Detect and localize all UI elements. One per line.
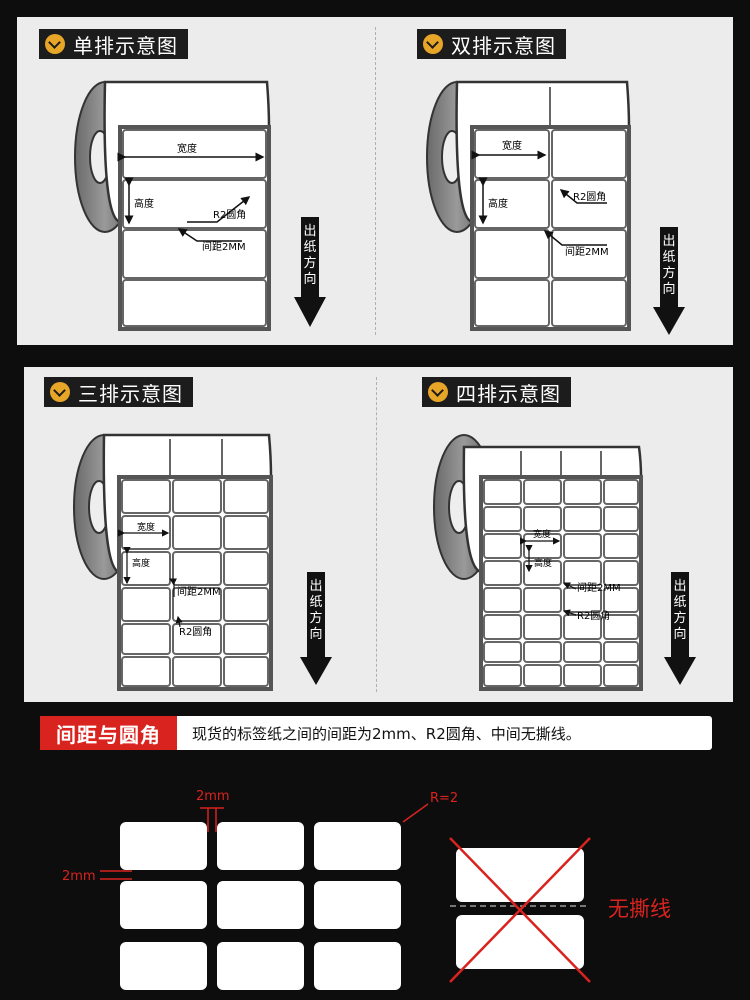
triple-feed-arrow <box>300 572 332 685</box>
single-feed-char-3: 方 <box>303 255 316 271</box>
triple-width-label: 宽度 <box>137 521 155 533</box>
double-row-badge: 双排示意图 <box>417 29 566 59</box>
chevron-down-icon <box>428 382 448 402</box>
spacing-title: 间距与圆角 <box>40 716 177 750</box>
spacing-description: 现货的标签纸之间的间距为2mm、R2圆角、中间无撕线。 <box>192 724 581 743</box>
triple-gap-label: 间距2MM <box>177 585 221 598</box>
single-width-label: 宽度 <box>177 142 197 155</box>
middle-diagrams-svg: 宽度 高度 间距2MM R2圆角 出 纸 方 向 <box>73 433 696 691</box>
double-row-title: 双排示意图 <box>451 33 556 58</box>
single-gap-label: 间距2MM <box>202 240 246 253</box>
quad-corner-label: R2圆角 <box>577 610 610 622</box>
gap-marker-left <box>100 870 132 880</box>
double-height-label: 高度 <box>488 197 508 210</box>
double-feed-char-1: 出 <box>662 234 675 249</box>
chevron-down-icon <box>423 34 443 54</box>
single-feed-char-4: 向 <box>303 271 316 287</box>
panel-divider <box>376 377 377 692</box>
radius-label: R=2 <box>430 791 458 806</box>
double-row-roll <box>426 80 631 331</box>
top-diagram-panel: 单排示意图 双排示意图 宽度 高度 R2圆角 <box>17 17 733 345</box>
quad-gap-label: 间距2MM <box>577 581 621 594</box>
quad-feed-char-3: 方 <box>673 610 686 626</box>
middle-diagram-panel: 三排示意图 四排示意图 <box>24 367 733 702</box>
triple-row-badge: 三排示意图 <box>44 377 193 407</box>
single-feed-char-1: 出 <box>303 224 316 239</box>
label-grid <box>120 822 401 990</box>
quad-width-label: 宽度 <box>533 528 551 540</box>
gap-left-label: 2mm <box>62 869 96 884</box>
panel-divider <box>375 27 376 335</box>
double-feed-char-2: 纸 <box>662 250 675 265</box>
triple-row-title: 三排示意图 <box>78 381 183 406</box>
chevron-down-icon <box>50 382 70 402</box>
quad-feed-char-2: 纸 <box>673 595 686 610</box>
triple-corner-label: R2圆角 <box>179 626 212 638</box>
quad-feed-arrow <box>664 572 696 685</box>
triple-feed-char-1: 出 <box>309 579 322 594</box>
spacing-illustration-svg: 2mm 2mm R=2 无撕线 <box>62 789 671 990</box>
quad-row-title: 四排示意图 <box>456 381 561 406</box>
top-diagrams-svg: 宽度 高度 R2圆角 间距2MM 出 纸 方 向 <box>74 80 685 335</box>
triple-feed-char-2: 纸 <box>309 595 322 610</box>
gap-top-label: 2mm <box>196 789 230 804</box>
quad-row-badge: 四排示意图 <box>422 377 571 407</box>
double-corner-label: R2圆角 <box>573 191 606 203</box>
gap-marker-top <box>200 807 224 832</box>
triple-row-roll <box>73 433 273 691</box>
no-tear-line-label: 无撕线 <box>608 897 671 921</box>
quad-row-roll <box>433 434 643 691</box>
triple-feed-char-3: 方 <box>309 610 322 626</box>
double-gap-label: 间距2MM <box>565 245 609 258</box>
single-row-title: 单排示意图 <box>73 33 178 58</box>
single-feed-arrow <box>294 217 326 327</box>
single-row-badge: 单排示意图 <box>39 29 188 59</box>
double-feed-arrow <box>653 227 685 335</box>
double-feed-char-3: 方 <box>662 265 675 281</box>
single-feed-char-2: 纸 <box>303 240 316 255</box>
single-row-roll <box>74 80 271 331</box>
no-tear-line-illustration <box>449 837 591 983</box>
single-corner-label: R2圆角 <box>213 209 246 221</box>
triple-height-label: 高度 <box>132 557 150 569</box>
single-height-label: 高度 <box>134 197 154 210</box>
radius-pointer <box>402 803 429 823</box>
triple-feed-char-4: 向 <box>309 626 322 642</box>
quad-feed-char-4: 向 <box>673 626 686 642</box>
double-feed-char-4: 向 <box>662 281 675 297</box>
double-width-label: 宽度 <box>502 139 522 152</box>
chevron-down-icon <box>45 34 65 54</box>
quad-height-label: 高度 <box>534 557 552 569</box>
spacing-info-bar: 间距与圆角 现货的标签纸之间的间距为2mm、R2圆角、中间无撕线。 <box>40 716 712 750</box>
quad-feed-char-1: 出 <box>673 579 686 594</box>
